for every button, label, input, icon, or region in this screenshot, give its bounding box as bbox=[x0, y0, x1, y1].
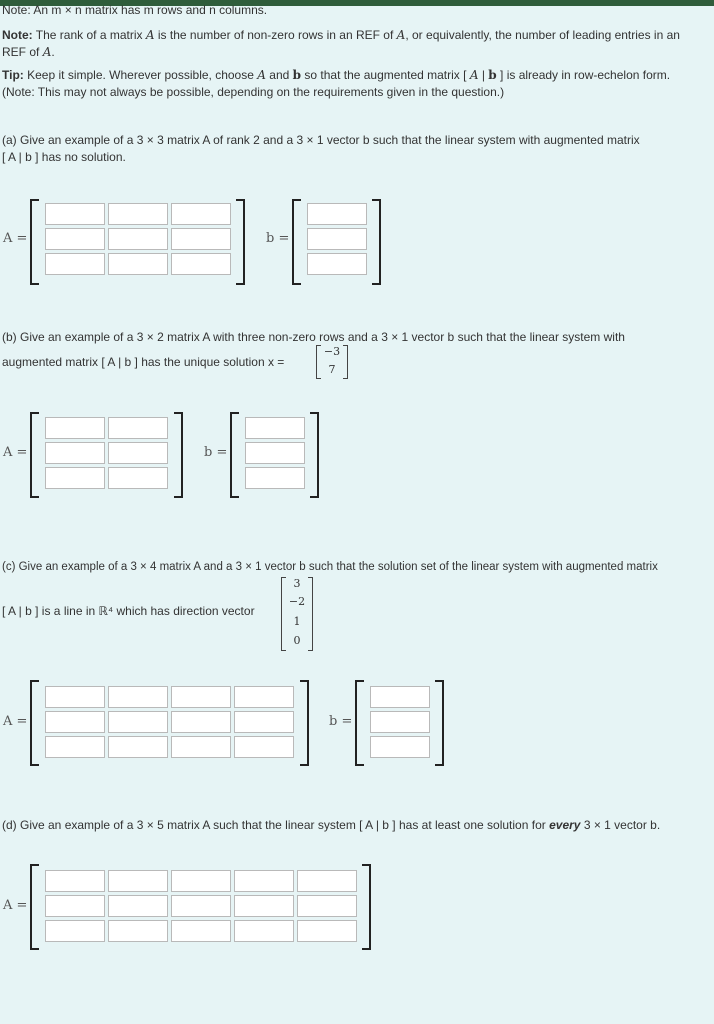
matrix-a-label: A = bbox=[3, 898, 28, 913]
vector-cell[interactable] bbox=[307, 203, 367, 225]
matrix-cell[interactable] bbox=[234, 711, 294, 733]
vector-b-label: b = bbox=[266, 231, 290, 246]
bracket-right bbox=[174, 412, 183, 498]
matrix-a-label: A = bbox=[3, 714, 28, 729]
question-c-line2: [ A | b ] is a line in ℝ⁴ which has dire… bbox=[2, 604, 255, 618]
vector-b-label: b = bbox=[329, 714, 353, 729]
matrix-cell[interactable] bbox=[108, 228, 168, 250]
matrix-cell[interactable] bbox=[108, 920, 168, 942]
bracket-left bbox=[30, 680, 39, 766]
vector-cell[interactable] bbox=[245, 467, 305, 489]
matrix-cell[interactable] bbox=[108, 711, 168, 733]
bracket-left bbox=[355, 680, 364, 766]
matrix-cell[interactable] bbox=[108, 895, 168, 917]
matrix-cell[interactable] bbox=[45, 253, 105, 275]
question-b: (b) Give an example of a 3 × 2 matrix A … bbox=[2, 330, 625, 344]
matrix-cell[interactable] bbox=[108, 467, 168, 489]
matrix-cell[interactable] bbox=[45, 417, 105, 439]
tip-text: Tip: Keep it simple. Wherever possible, … bbox=[2, 68, 671, 99]
bracket-right bbox=[435, 680, 444, 766]
matrix-cell[interactable] bbox=[45, 895, 105, 917]
matrix-cell[interactable] bbox=[45, 467, 105, 489]
matrix-cell[interactable] bbox=[45, 686, 105, 708]
matrix-cell[interactable] bbox=[171, 711, 231, 733]
note-dimensions: Note: An m × n matrix has m rows and n c… bbox=[2, 3, 268, 17]
matrix-cell[interactable] bbox=[108, 870, 168, 892]
vector-cell[interactable] bbox=[370, 686, 430, 708]
matrix-cell[interactable] bbox=[108, 686, 168, 708]
bracket-left bbox=[230, 412, 239, 498]
matrix-cell[interactable] bbox=[297, 895, 357, 917]
matrix-a-label: A = bbox=[3, 445, 28, 460]
vector-cell[interactable] bbox=[370, 736, 430, 758]
matrix-cell[interactable] bbox=[234, 736, 294, 758]
matrix-cell[interactable] bbox=[108, 203, 168, 225]
vector-cell[interactable] bbox=[307, 228, 367, 250]
matrix-cell[interactable] bbox=[45, 736, 105, 758]
matrix-cell[interactable] bbox=[234, 920, 294, 942]
matrix-cell[interactable] bbox=[45, 870, 105, 892]
matrix-cell[interactable] bbox=[171, 920, 231, 942]
matrix-cell[interactable] bbox=[45, 228, 105, 250]
matrix-cell[interactable] bbox=[108, 442, 168, 464]
matrix-cell[interactable] bbox=[171, 203, 231, 225]
question-d: (d) Give an example of a 3 × 5 matrix A … bbox=[2, 818, 661, 832]
vector-cell[interactable] bbox=[370, 711, 430, 733]
matrix-cell[interactable] bbox=[297, 920, 357, 942]
bracket-right bbox=[372, 199, 381, 285]
bracket-right bbox=[362, 864, 371, 950]
matrix-cell[interactable] bbox=[234, 895, 294, 917]
matrix-cell[interactable] bbox=[108, 417, 168, 439]
matrix-cell[interactable] bbox=[171, 686, 231, 708]
matrix-a-label: A = bbox=[3, 231, 28, 246]
matrix-cell[interactable] bbox=[171, 895, 231, 917]
question-c: (c) Give an example of a 3 × 4 matrix A … bbox=[2, 561, 658, 573]
matrix-cell[interactable] bbox=[108, 736, 168, 758]
question-a: (a) Give an example of a 3 × 3 matrix A … bbox=[2, 133, 640, 164]
matrix-cell[interactable] bbox=[45, 711, 105, 733]
bracket-left bbox=[30, 864, 39, 950]
bracket-left bbox=[292, 199, 301, 285]
bracket-right bbox=[300, 680, 309, 766]
matrix-cell[interactable] bbox=[45, 203, 105, 225]
vector-cell[interactable] bbox=[307, 253, 367, 275]
bracket-left bbox=[30, 199, 39, 285]
matrix-cell[interactable] bbox=[45, 442, 105, 464]
matrix-cell[interactable] bbox=[234, 870, 294, 892]
vector-cell[interactable] bbox=[245, 417, 305, 439]
matrix-cell[interactable] bbox=[45, 920, 105, 942]
matrix-cell[interactable] bbox=[234, 686, 294, 708]
question-b-line2: augmented matrix [ A | b ] has the uniqu… bbox=[2, 355, 285, 369]
matrix-cell[interactable] bbox=[171, 253, 231, 275]
matrix-cell[interactable] bbox=[171, 736, 231, 758]
matrix-cell[interactable] bbox=[171, 228, 231, 250]
bracket-right bbox=[236, 199, 245, 285]
bracket-left bbox=[30, 412, 39, 498]
vector-cell[interactable] bbox=[245, 442, 305, 464]
bracket-right bbox=[310, 412, 319, 498]
matrix-cell[interactable] bbox=[171, 870, 231, 892]
matrix-cell[interactable] bbox=[297, 870, 357, 892]
note-rank: Note: The rank of a matrix A is the numb… bbox=[2, 28, 680, 59]
top-bar bbox=[0, 0, 714, 6]
matrix-cell[interactable] bbox=[108, 253, 168, 275]
vector-b-label: b = bbox=[204, 445, 228, 460]
